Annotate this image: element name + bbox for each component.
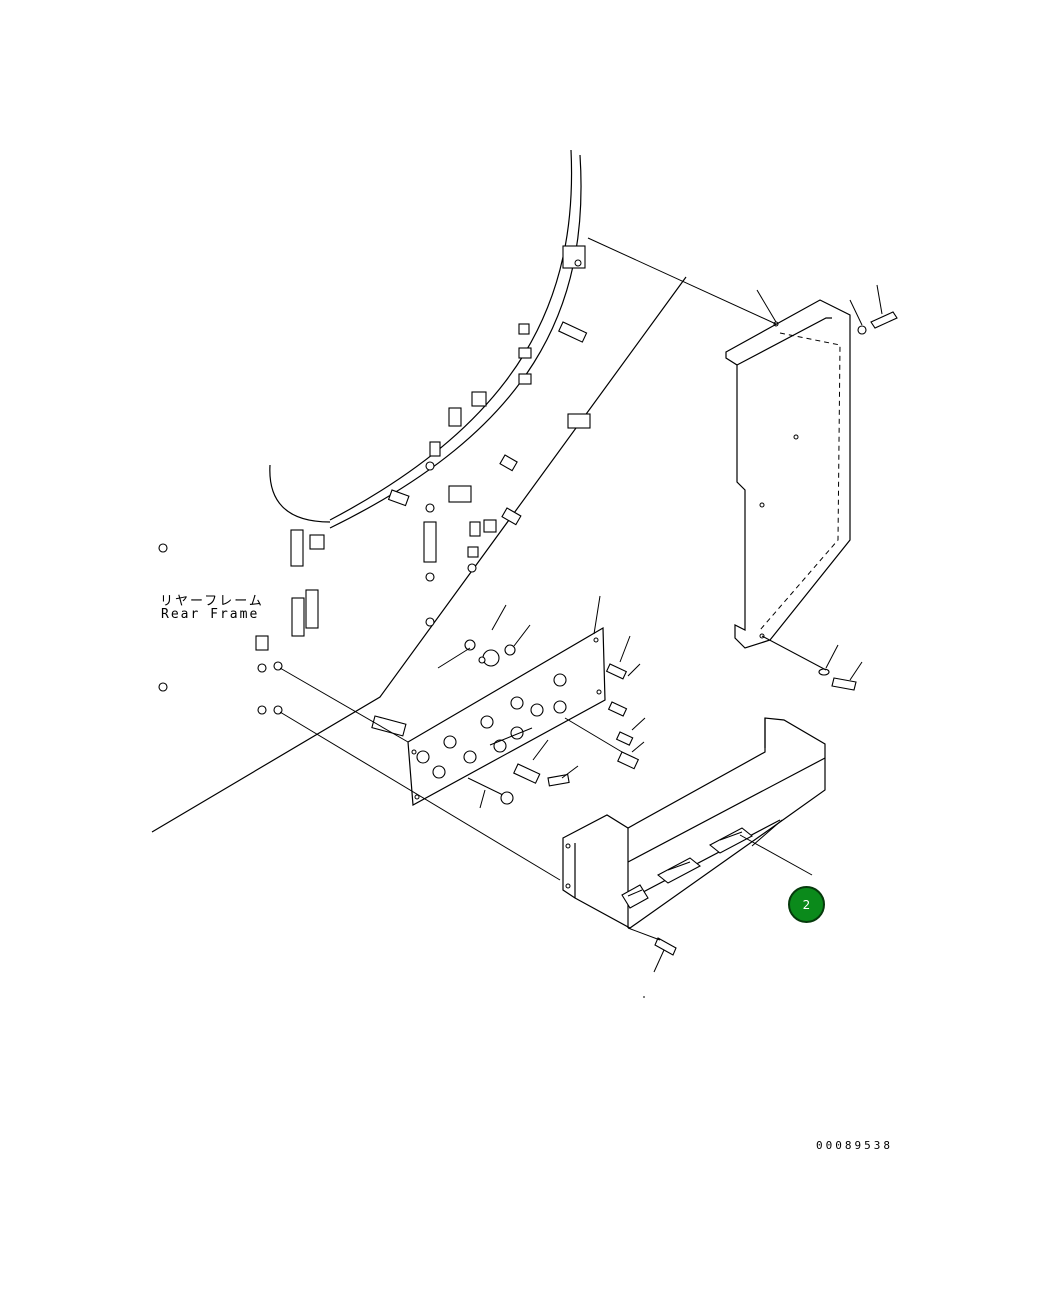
rear-frame-label-japanese: リヤーフレーム	[160, 594, 264, 609]
mounting-plate	[279, 237, 827, 881]
step-tread-plates	[621, 827, 753, 909]
rear-frame-outline	[151, 149, 687, 833]
upper-cover-panel	[725, 284, 898, 691]
step-assembly	[562, 717, 826, 998]
part-callout-2[interactable]: 2	[788, 886, 825, 923]
callout-number: 2	[802, 897, 811, 912]
frame-mounting-lugs	[158, 245, 591, 737]
rear-frame-label-english: Rear Frame	[161, 607, 260, 622]
drawing-number: 00089538	[816, 1139, 893, 1152]
